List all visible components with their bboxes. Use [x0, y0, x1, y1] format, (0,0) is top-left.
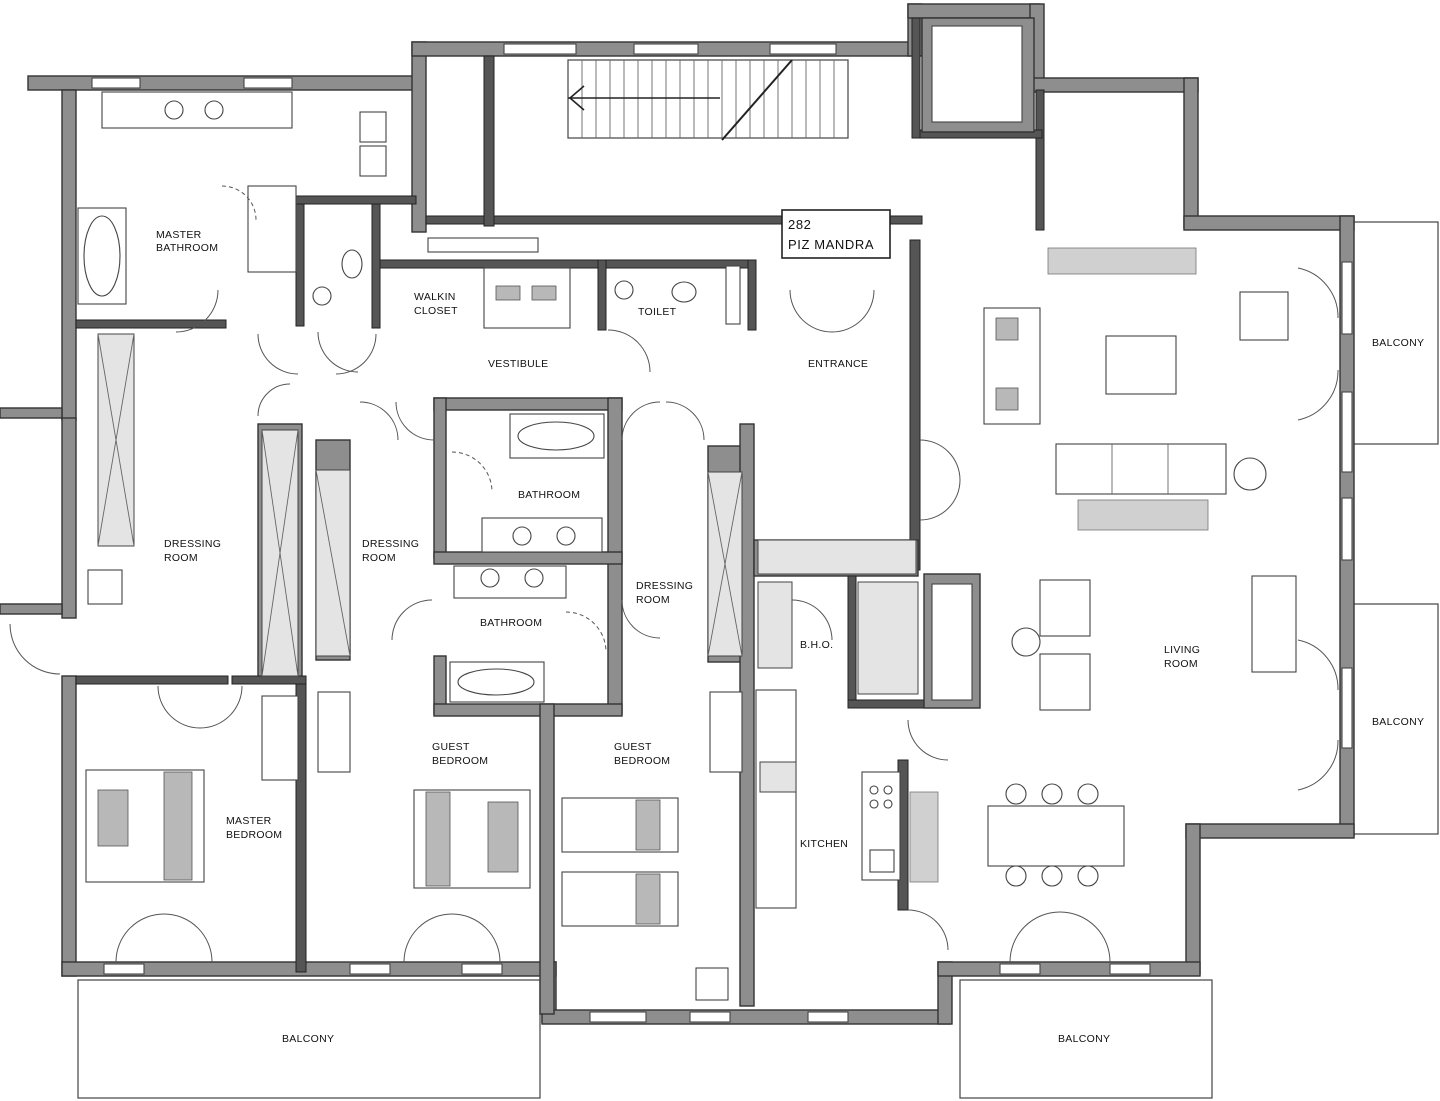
label-bho: B.H.O.: [800, 639, 833, 651]
label-balcony-east-bottom: BALCONY: [1372, 716, 1424, 728]
label-guest-bedroom-2-1: GUEST: [614, 741, 652, 753]
label-living-room-2: ROOM: [1164, 658, 1198, 670]
sign-number: 282: [788, 217, 812, 232]
master-bathroom-fixtures: [77, 91, 387, 305]
label-guest-bedroom-2-2: BEDROOM: [614, 755, 670, 767]
label-kitchen: KITCHEN: [800, 838, 848, 850]
label-master-bedroom-2: BEDROOM: [226, 829, 282, 841]
label-vestibule: VESTIBULE: [488, 358, 548, 370]
toilet-fixtures: [312, 249, 741, 325]
label-dressing-room-west-2: ROOM: [164, 552, 198, 564]
label-balcony-east-top: BALCONY: [1372, 337, 1424, 349]
apartment-sign: 282 PIZ MANDRA: [781, 209, 891, 259]
label-balcony-south-east: BALCONY: [1058, 1033, 1110, 1045]
room-labels: MASTER BATHROOM WALKIN CLOSET TOILET VES…: [156, 229, 1424, 1045]
label-master-bedroom-1: MASTER: [226, 815, 272, 827]
doors: [9, 185, 1339, 963]
walkin-closet-fixtures: [427, 237, 571, 329]
label-dressing-room-east-1: DRESSING: [636, 580, 693, 592]
windows: [91, 43, 1353, 1023]
label-master-bathroom-2: BATHROOM: [156, 242, 218, 254]
label-walkin-closet-1: WALKIN: [414, 291, 456, 303]
label-entrance: ENTRANCE: [808, 358, 868, 370]
staircase: [567, 59, 849, 141]
label-guest-bedroom-1-2: BEDROOM: [432, 755, 488, 767]
kitchen-fixtures: [755, 689, 939, 909]
living-room-furniture: [983, 247, 1297, 887]
label-dressing-room-mid-1: DRESSING: [362, 538, 419, 550]
label-living-room-1: LIVING: [1164, 644, 1200, 656]
label-dressing-room-east-2: ROOM: [636, 594, 670, 606]
label-bathroom-lower: BATHROOM: [480, 617, 542, 629]
sign-name: PIZ MANDRA: [788, 237, 874, 252]
bathroom-fixtures: [449, 413, 605, 703]
label-guest-bedroom-1-1: GUEST: [432, 741, 470, 753]
wardrobes: [97, 333, 919, 695]
label-bathroom-upper: BATHROOM: [518, 489, 580, 501]
balcony-outlines: [77, 221, 1439, 1099]
label-dressing-room-mid-2: ROOM: [362, 552, 396, 564]
label-master-bathroom-1: MASTER: [156, 229, 202, 241]
label-dressing-room-west-1: DRESSING: [164, 538, 221, 550]
label-balcony-south-west: BALCONY: [282, 1033, 334, 1045]
label-walkin-closet-2: CLOSET: [414, 305, 458, 317]
label-toilet: TOILET: [638, 306, 677, 318]
bedroom-furniture: [85, 569, 743, 1001]
